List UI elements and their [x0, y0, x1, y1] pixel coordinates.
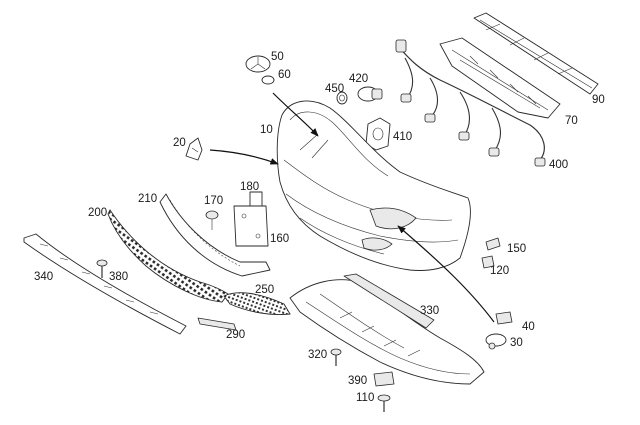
- part-290-trim-strip: [197, 317, 237, 331]
- callout-120: 150: [507, 243, 526, 255]
- part-210-grille-frame: [159, 193, 271, 277]
- part-340-underbody-guard: [289, 273, 485, 385]
- part-30-tow-hook-cover: [485, 333, 507, 350]
- callout-labels: 50 60 450 420 410 90 70 400 10 20 180 17…: [34, 51, 605, 404]
- part-120-fastener: [485, 237, 501, 251]
- part-40-clip: [495, 311, 513, 325]
- part-110-clip: [481, 255, 495, 269]
- part-10-bumper-cover: [276, 100, 471, 271]
- callout-320: 110: [356, 392, 374, 404]
- callout-340: 330: [420, 305, 439, 317]
- callout-390: 380: [109, 271, 128, 283]
- part-330-nut-clip: [373, 371, 395, 387]
- part-50-star-emblem: [245, 55, 271, 73]
- part-410-parking-sensor: [357, 86, 383, 102]
- callout-150: 160: [270, 233, 289, 245]
- callout-90: 90: [592, 94, 605, 106]
- part-450-sensor-bracket: [365, 117, 391, 151]
- part-390-bolt: [96, 259, 108, 278]
- part-170-holder: [249, 191, 263, 207]
- part-380-lower-spoiler: [23, 233, 187, 335]
- part-90-upper-trim-strip: [473, 12, 599, 95]
- part-250-side-grille: [223, 292, 291, 315]
- part-160-screw: [205, 210, 219, 230]
- callout-50: 50: [271, 51, 284, 63]
- part-60-emblem-seal: [261, 75, 275, 85]
- part-70-support-bracket: [439, 37, 561, 119]
- callout-410: 420: [349, 73, 368, 85]
- callout-400: 400: [549, 159, 568, 171]
- part-180-screw: [330, 348, 342, 366]
- callout-420: 450: [325, 83, 344, 95]
- leader-arrow-30: [397, 225, 495, 323]
- part-200-grille-mesh: [107, 209, 229, 303]
- part-400-wiring-harness: [395, 39, 546, 167]
- leader-arrow-20: [209, 149, 279, 165]
- callout-160: 170: [204, 195, 223, 207]
- callout-30: 30: [510, 337, 523, 349]
- callout-210: 210: [138, 193, 157, 205]
- callout-180: 320: [308, 349, 327, 361]
- callout-70: 70: [565, 115, 578, 127]
- callout-330: 390: [348, 375, 367, 387]
- part-150-license-plate-bracket: [233, 205, 269, 247]
- callout-200: 200: [88, 207, 107, 219]
- callout-110: 120: [490, 265, 509, 277]
- leader-arrow-emblem: [272, 92, 319, 137]
- callout-250: 250: [255, 284, 274, 296]
- callout-450: 410: [393, 131, 412, 143]
- callout-290: 290: [226, 329, 245, 341]
- callout-380: 340: [34, 271, 53, 283]
- callout-40: 40: [522, 321, 535, 333]
- callout-170: 180: [240, 181, 259, 193]
- part-420-sensor-ring: [336, 91, 348, 105]
- part-20-clip-bracket: [185, 137, 203, 161]
- callout-60: 60: [278, 69, 291, 81]
- callout-10: 10: [260, 124, 273, 136]
- part-320-screw: [377, 394, 391, 412]
- callout-20: 20: [173, 137, 186, 149]
